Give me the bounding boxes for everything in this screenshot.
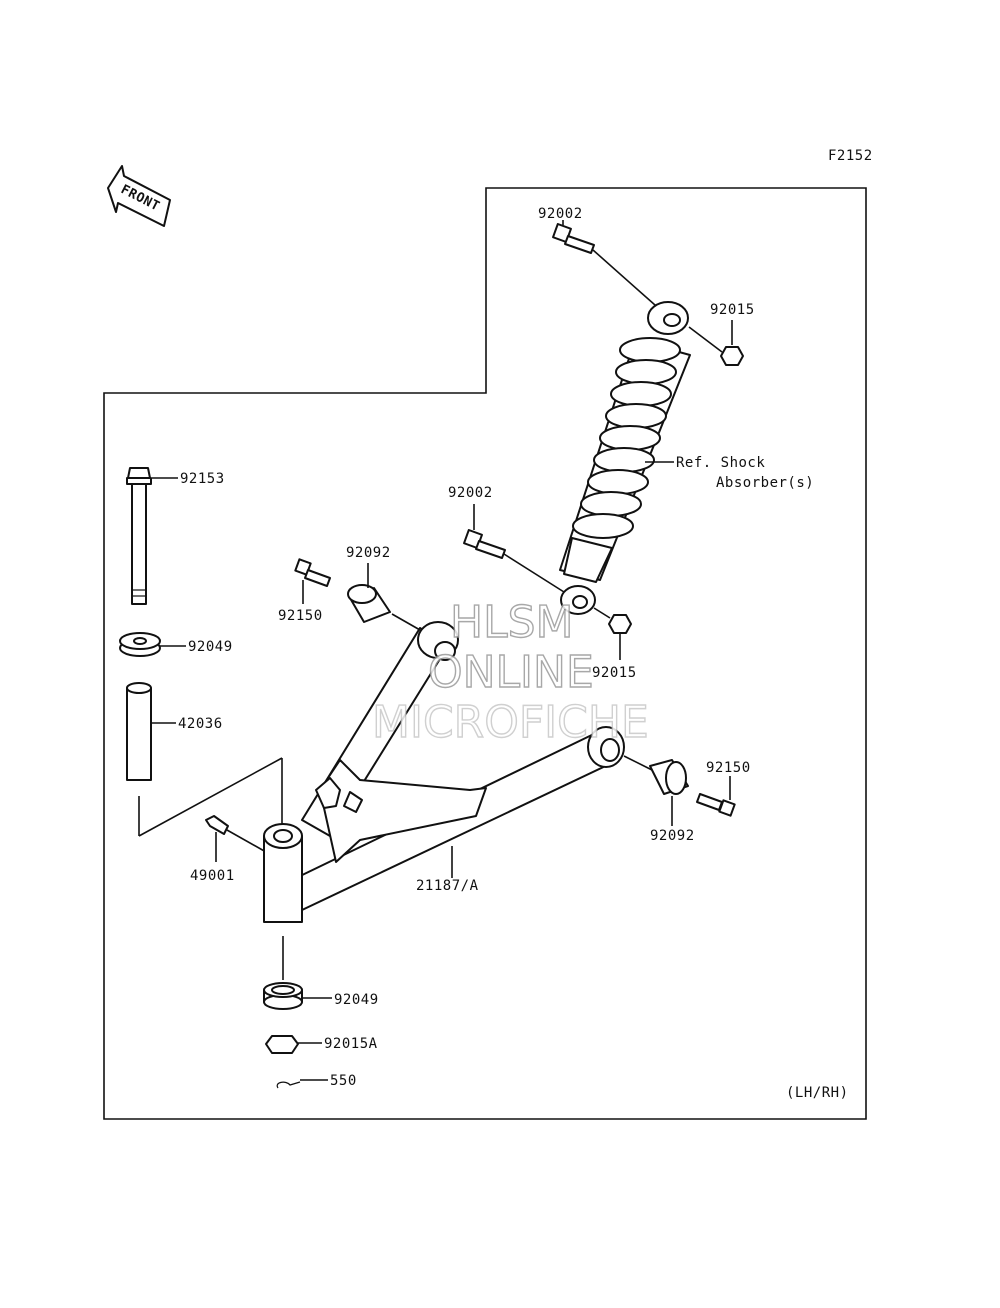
label-cotter-pin: 550 xyxy=(330,1073,357,1089)
grease-fitting xyxy=(205,815,267,862)
bolt-arm-right xyxy=(696,776,736,817)
label-seal-bottom: 92049 xyxy=(334,992,379,1008)
lower-bolt xyxy=(463,504,565,593)
watermark-line2: ONLINE xyxy=(428,647,594,698)
ref-note-line1: Ref. Shock xyxy=(676,455,765,471)
pivot-bolt xyxy=(126,467,178,605)
watermark-line1: HLSM xyxy=(450,597,574,648)
label-nut-upper: 92015 xyxy=(710,302,755,318)
label-bolt-arm-right: 92150 xyxy=(706,760,751,776)
figure-code: F2152 xyxy=(828,148,873,164)
watermark-line3: MICROFICHE xyxy=(372,697,649,748)
lower-nut xyxy=(593,607,632,660)
bushing-right xyxy=(623,755,689,826)
label-bushing-right: 92092 xyxy=(650,828,695,844)
collar xyxy=(126,682,283,837)
front-arrow-icon: FRONT xyxy=(107,165,171,227)
label-arm: 21187/A xyxy=(416,878,479,894)
cotter-pin xyxy=(276,1079,328,1089)
washer-top xyxy=(119,632,186,657)
shock-absorber xyxy=(559,301,691,615)
bolt-arm-left xyxy=(294,558,331,604)
swing-arm xyxy=(263,621,625,923)
seal-bottom xyxy=(263,982,332,1010)
label-bolt-upper: 92002 xyxy=(538,206,583,222)
label-bushing-left: 92092 xyxy=(346,545,391,561)
bushing-left xyxy=(347,563,421,631)
label-nut-lower: 92015 xyxy=(592,665,637,681)
label-bolt-arm-left: 92150 xyxy=(278,608,323,624)
label-collar: 42036 xyxy=(178,716,223,732)
diagram-frame xyxy=(103,187,867,1120)
castle-nut xyxy=(265,1035,322,1054)
ref-note-line2: Absorber(s) xyxy=(716,475,814,491)
label-castle-nut: 92015A xyxy=(324,1036,378,1052)
label-bolt-lower: 92002 xyxy=(448,485,493,501)
label-grease-fitting: 49001 xyxy=(190,868,235,884)
label-washer-top: 92049 xyxy=(188,639,233,655)
watermark: HLSM ONLINE MICROFICHE xyxy=(371,596,649,748)
variant-note: (LH/RH) xyxy=(786,1085,849,1101)
upper-nut xyxy=(688,320,744,366)
upper-bolt xyxy=(552,220,656,306)
label-bolt-pivot: 92153 xyxy=(180,471,225,487)
